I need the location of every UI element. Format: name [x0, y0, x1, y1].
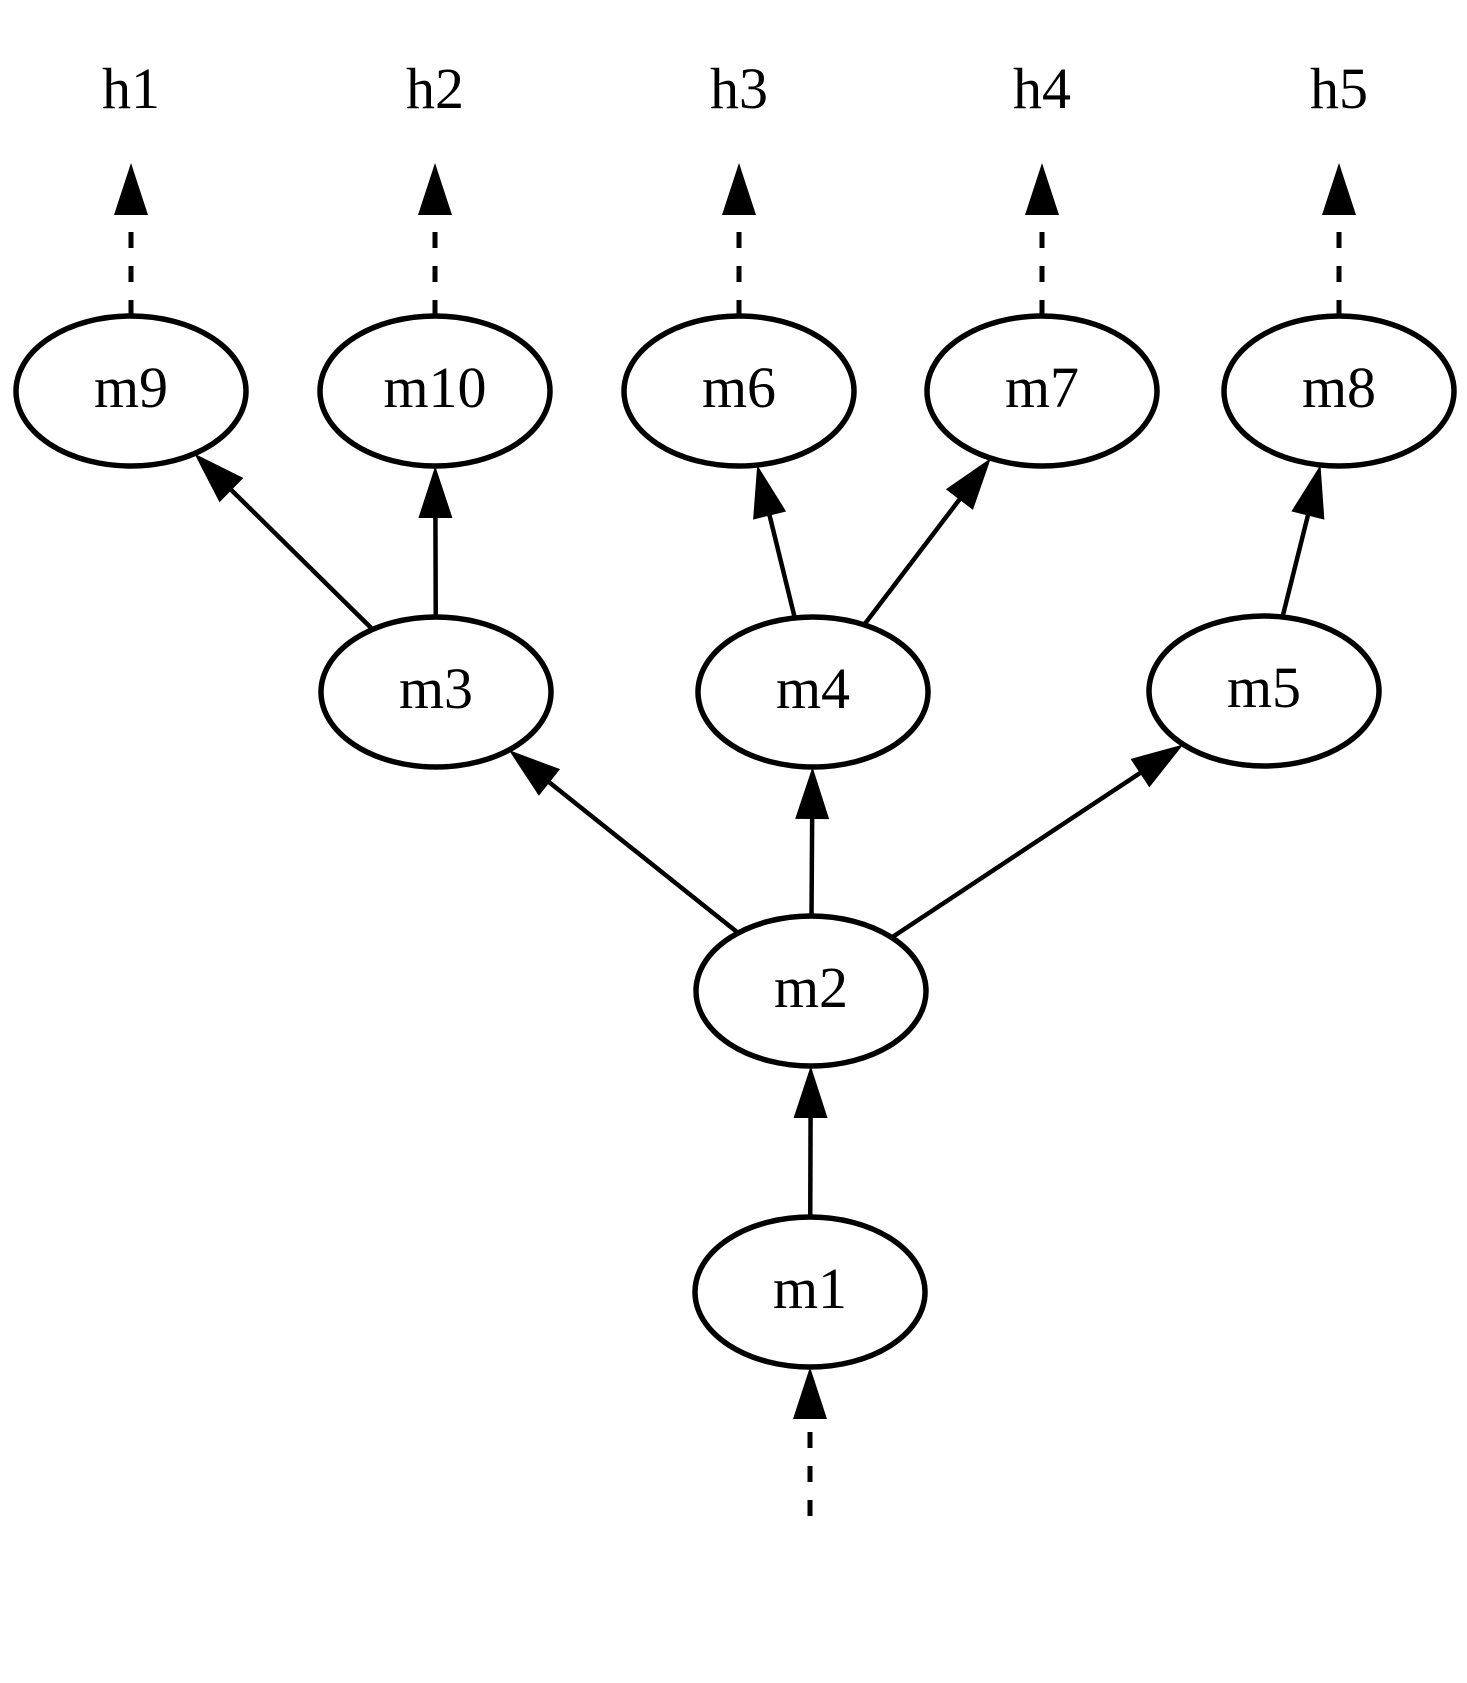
output-label-h3: h3	[710, 56, 768, 121]
arrowhead-m3-m10-icon	[418, 465, 453, 519]
arrowhead-m2-m4-icon	[795, 766, 830, 820]
node-label-m8: m8	[1302, 355, 1376, 420]
arrowhead-m4-m6-icon	[753, 465, 787, 520]
input-arrowhead-icon	[793, 1367, 827, 1419]
arrowhead-m1-m2-icon	[793, 1065, 828, 1119]
node-m2	[693, 913, 929, 1069]
output-label-h1: h1	[102, 56, 160, 121]
arrowhead-m3-m9-icon	[194, 453, 244, 503]
node-label-m4: m4	[776, 656, 850, 721]
output-arrowhead-m10-icon	[418, 163, 452, 215]
node-label-m10: m10	[383, 355, 486, 420]
node-m5	[1146, 613, 1382, 769]
node-label-m2: m2	[774, 955, 848, 1020]
node-label-m6: m6	[702, 355, 776, 420]
node-label-m9: m9	[94, 355, 168, 420]
arrowhead-m2-m3-icon	[508, 750, 561, 796]
node-m3	[318, 614, 554, 770]
arrowhead-m2-m5-icon	[1130, 744, 1184, 788]
arrowhead-m4-m7-icon	[945, 458, 991, 510]
node-label-m1: m1	[773, 1256, 847, 1321]
node-label-m5: m5	[1227, 655, 1301, 720]
output-label-h2: h2	[406, 56, 464, 121]
arrowhead-m5-m8-icon	[1291, 465, 1325, 520]
output-arrowhead-m6-icon	[722, 163, 756, 215]
node-m4	[695, 614, 931, 770]
output-label-h5: h5	[1310, 56, 1368, 121]
output-arrowhead-m8-icon	[1322, 163, 1356, 215]
output-arrowhead-m7-icon	[1025, 163, 1059, 215]
node-label-m3: m3	[399, 656, 473, 721]
output-arrowhead-m9-icon	[114, 163, 148, 215]
output-label-h4: h4	[1013, 56, 1071, 121]
node-m1	[692, 1214, 928, 1370]
node-label-m7: m7	[1005, 355, 1079, 420]
